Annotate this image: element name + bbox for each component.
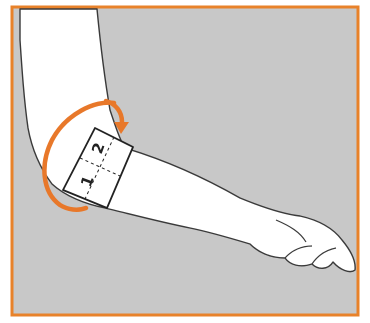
arm-band-diagram: 2 1 xyxy=(0,0,370,323)
illustration-frame: 2 1 xyxy=(0,0,370,323)
